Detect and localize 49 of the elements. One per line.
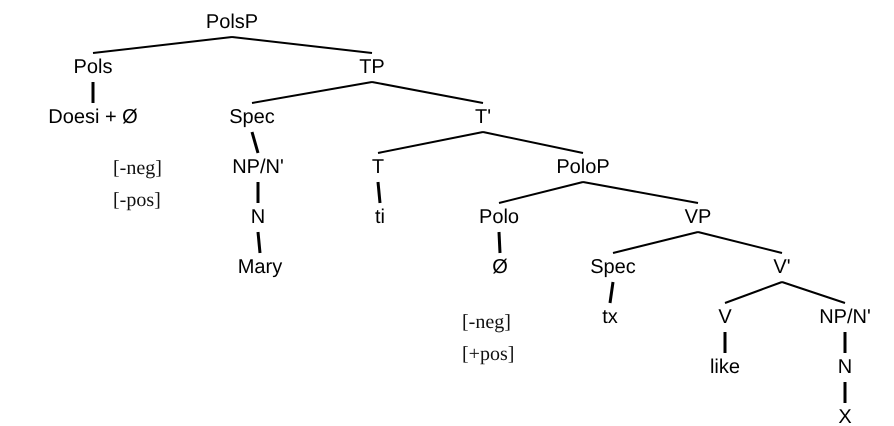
- feature-label: [-neg]: [113, 156, 162, 181]
- tree-branch: [724, 281, 782, 304]
- tree-node-label: Ø: [492, 255, 508, 279]
- tree-node-label: TP: [359, 55, 385, 79]
- tree-node-label: T: [372, 155, 384, 179]
- tree-branch: [376, 182, 382, 204]
- tree-branch: [498, 232, 502, 254]
- tree-node-label: Spec: [590, 255, 636, 279]
- tree-node-label: N: [838, 355, 852, 379]
- tree-node-label: tx: [602, 305, 618, 329]
- tree-branch: [582, 181, 698, 204]
- tree-branch: [844, 382, 846, 403]
- tree-node-label: Doesi + Ø: [48, 105, 138, 129]
- tree-node-label: PoloP: [556, 155, 610, 179]
- tree-node-label: X: [838, 405, 852, 426]
- tree-node-label: T': [474, 105, 492, 129]
- tree-branch: [92, 82, 94, 103]
- tree-node-label: NP/N': [232, 155, 284, 179]
- tree-branch: [782, 281, 846, 304]
- tree-branch: [372, 81, 484, 104]
- tree-branch: [698, 231, 782, 254]
- tree-branch: [608, 282, 614, 304]
- feature-label: [-neg]: [462, 310, 511, 335]
- tree-branch: [232, 36, 372, 54]
- tree-node-label: N: [250, 205, 266, 229]
- tree-branch: [612, 231, 698, 254]
- tree-branch: [498, 181, 584, 204]
- tree-branch: [378, 131, 484, 154]
- tree-node-label: V': [773, 255, 791, 279]
- tree-node-label: Spec: [229, 105, 275, 129]
- tree-node-label: VP: [684, 205, 712, 229]
- tree-branch: [256, 182, 260, 203]
- tree-node-label: Polo: [478, 205, 520, 229]
- tree-branch: [92, 36, 232, 54]
- tree-node-label: NP/N': [819, 305, 871, 329]
- tree-branch: [250, 132, 260, 154]
- tree-node-label: V: [718, 305, 732, 329]
- tree-branch: [724, 332, 726, 353]
- tree-node-label: PolsP: [206, 10, 258, 34]
- feature-label: [-pos]: [113, 188, 161, 213]
- tree-node-label: ti: [375, 205, 385, 229]
- tree-node-label: like: [710, 355, 740, 379]
- tree-branch: [252, 81, 372, 104]
- feature-label: [+pos]: [462, 342, 514, 367]
- tree-branch: [256, 232, 262, 254]
- tree-node-label: Pols: [74, 55, 112, 79]
- tree-node-label: Mary: [238, 255, 282, 279]
- tree-branch: [844, 332, 846, 353]
- tree-branch: [482, 131, 584, 154]
